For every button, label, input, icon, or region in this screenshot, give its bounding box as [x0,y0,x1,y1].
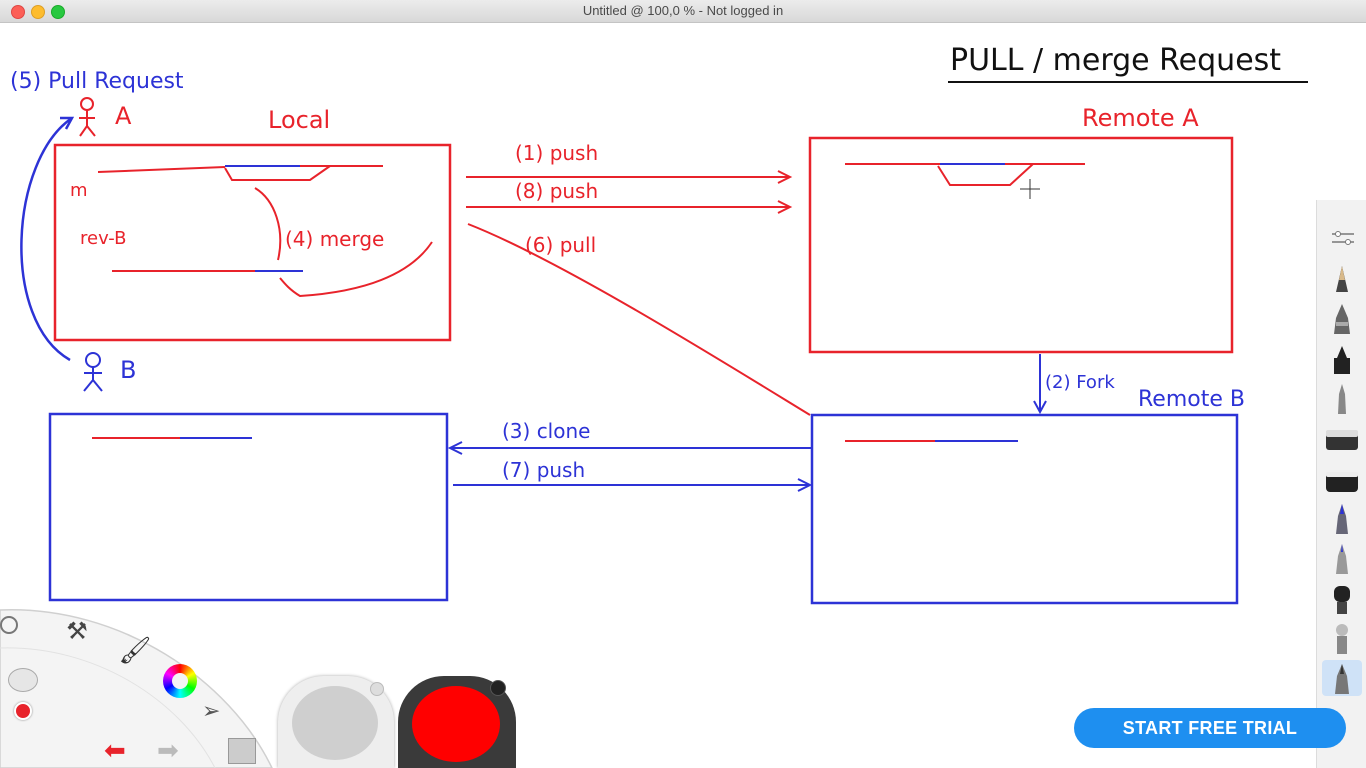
remote-a-box [808,136,1234,354]
fork2-label: (2) Fork [1045,372,1115,393]
eraser-soft-icon[interactable] [1322,460,1362,496]
close-window-button[interactable] [11,5,25,19]
drawing-canvas[interactable]: PULL / merge Request (5) Pull Request A … [0,23,1366,768]
heading-text: PULL / merge Request [950,43,1281,78]
redo-icon[interactable]: ➡ [157,735,179,765]
local-b-box [48,412,449,602]
pull6-label: (6) pull [525,233,596,257]
user-a-label: A [115,102,132,130]
remote-b-box [810,413,1239,605]
color-puck[interactable] [398,676,516,768]
remote-a-commit-line [845,163,1085,186]
fine-marker-icon[interactable] [1322,540,1362,576]
pull6-arrow [467,223,811,416]
brush-size-indicator-icon[interactable] [8,668,38,692]
user-a-icon [79,97,96,137]
ballpoint-pen-icon[interactable] [1322,380,1362,416]
color-wheel-icon[interactable] [163,664,197,698]
brush-color-dot-icon[interactable] [14,702,32,720]
tools-icon[interactable]: ⚒ [66,618,88,645]
smudge-icon[interactable] [1322,620,1362,656]
zoom-window-button[interactable] [51,5,65,19]
fineliner-icon[interactable] [1322,660,1362,696]
pull-request-note: (5) Pull Request [10,69,184,94]
merge-arrow [254,187,282,261]
inking-pen-icon[interactable] [1322,300,1362,336]
rev-b-branch-label: rev-B [80,228,126,249]
selection-tool-icon[interactable]: ➢ [202,698,221,723]
paint-brush-icon[interactable] [1322,580,1362,616]
settings-gear-icon[interactable] [0,616,18,634]
undo-icon[interactable]: ⬅ [104,735,126,765]
brush-toolbar [1316,200,1366,768]
clone3-label: (3) clone [502,419,590,443]
remote-a-label: Remote A [1082,104,1199,132]
brush-library-icon[interactable]: 🖌 [118,635,152,665]
opacity-puck[interactable] [278,676,394,768]
push8-label: (8) push [515,179,598,203]
window-title: Untitled @ 100,0 % - Not logged in [582,3,784,18]
eraser-icon[interactable] [1322,420,1362,456]
remote-b-label: Remote B [1138,387,1245,412]
crosshair-cursor-icon [1020,179,1040,199]
merge-label: (4) merge [285,227,384,251]
lagoon-tool-arc [0,609,273,768]
local-label: Local [268,106,330,134]
layers-icon[interactable] [228,738,256,764]
brush-settings-icon[interactable] [1322,220,1362,256]
local-repo-box [53,143,452,342]
push1-label: (1) push [515,141,598,165]
pencil-icon[interactable] [1322,260,1362,296]
pull-request-arc [20,116,73,362]
m-branch-label: m [70,180,88,201]
airbrush-icon[interactable] [1322,500,1362,536]
start-free-trial-button[interactable]: START FREE TRIAL [1074,708,1346,748]
pull-request-arrowhead [60,116,75,130]
minimize-window-button[interactable] [31,5,45,19]
marker-icon[interactable] [1322,340,1362,376]
user-b-icon [83,352,103,392]
window-titlebar: Untitled @ 100,0 % - Not logged in [0,0,1366,23]
local-main-commit-line [97,165,383,181]
rev-b-feedback-arrow [279,241,433,298]
push7-label: (7) push [502,458,585,482]
user-b-label: B [120,356,136,384]
